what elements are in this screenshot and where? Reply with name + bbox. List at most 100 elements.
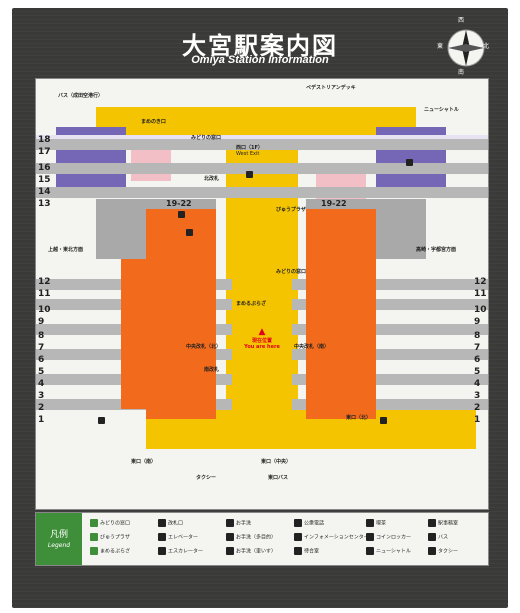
legend-label: 公衆電話 [304, 520, 325, 527]
legend: 凡例 Legend みどりの窓口 びゅうプラザ まめるぷらざ 改札口 エレベータ… [35, 512, 489, 566]
track-number: 2 [38, 403, 45, 413]
legend-title-jp: 凡例 [49, 530, 68, 540]
track-number: 17 [38, 147, 51, 157]
track-number: 5 [38, 367, 45, 377]
legend-label: びゅうプラザ [100, 534, 130, 541]
station-map: 18 17 16 15 14 13 12 11 10 9 8 7 6 5 4 3… [35, 78, 489, 510]
legend-swatch [428, 547, 436, 555]
bus-nw-label: バス（成田空港行） [58, 93, 104, 99]
track-number: 11 [474, 289, 487, 299]
gate-icon [246, 171, 253, 178]
concourse-central-top [232, 199, 292, 449]
platform-stairs-east-b [336, 239, 364, 419]
legend-item: エレベーター [158, 533, 198, 542]
legend-swatch [428, 533, 436, 541]
central-s-label: 中央改札（南） [294, 344, 330, 350]
legend-swatch [366, 533, 374, 541]
compass-north: 北 [483, 43, 490, 50]
platform-1922-left: 19-22 [166, 199, 192, 208]
legend-item: 駅事務室 [428, 519, 458, 528]
here-label-jp: 現在位置 [251, 338, 272, 344]
legend-item: バス [428, 533, 448, 542]
legend-label: 駅事務室 [438, 520, 459, 527]
compass-east: 東 [437, 43, 444, 50]
midori-right-label: みどりの窓口 [276, 269, 307, 275]
legend-label: ニューシャトル [376, 548, 411, 555]
track-number: 4 [474, 379, 481, 389]
legend-swatch [226, 533, 234, 541]
legend-item: びゅうプラザ [90, 533, 130, 542]
elevator-icon [186, 229, 193, 236]
east-exit-s-label[interactable]: 東口（南） [131, 459, 157, 465]
track-number: 14 [38, 187, 51, 197]
track-band [36, 163, 488, 174]
legend-label: 喫茶 [376, 520, 387, 527]
toilet-icon [98, 417, 105, 424]
track-number: 1 [474, 415, 481, 425]
legend-swatch [158, 533, 166, 541]
track-number: 8 [474, 331, 481, 341]
track-number: 7 [474, 343, 481, 353]
track-number: 12 [474, 277, 487, 287]
east-exit-c-label[interactable]: 東口（中央） [261, 459, 292, 465]
legend-swatch [90, 519, 98, 527]
track-number: 9 [474, 317, 481, 327]
track-number: 3 [474, 391, 481, 401]
legend-label: 待合室 [304, 548, 320, 555]
midori-left-label: みどりの窓口 [191, 135, 222, 141]
central-n-label: 中央改札（北） [186, 344, 222, 350]
track-number: 1 [38, 415, 45, 425]
track-number: 7 [38, 343, 45, 353]
legend-label: コインロッカー [376, 534, 412, 541]
track-number: 9 [38, 317, 45, 327]
legend-label: お手洗 [236, 520, 252, 527]
legend-swatch [428, 519, 436, 527]
compass-west: 西 [458, 17, 465, 24]
track-number: 13 [38, 199, 51, 209]
legend-label: お手洗（車いす） [236, 548, 277, 555]
legend-swatch [226, 519, 234, 527]
legend-item: まめるぷらざ [90, 547, 130, 556]
legend-item: エスカレーター [158, 547, 203, 556]
takasaki-label: 高崎・宇都宮方面 [416, 247, 457, 253]
legend-label: エレベーター [168, 534, 199, 541]
track-number: 4 [38, 379, 45, 389]
legend-label: バス [438, 534, 449, 541]
newshuttle-label: ニューシャトル [424, 107, 459, 113]
legend-item: みどりの窓口 [90, 519, 130, 528]
page-subtitle: Omiya Station Information [191, 54, 329, 66]
legend-item: ニューシャトル [366, 547, 411, 556]
legend-item: お手洗 [226, 519, 251, 528]
legend-header: 凡例 Legend [36, 513, 82, 565]
legend-label: お手洗（多目的） [236, 534, 277, 541]
legend-item: お手洗（多目的） [226, 533, 276, 542]
minamikaisatsu-label: 南改札 [204, 367, 220, 373]
legend-item: お手洗（車いす） [226, 547, 276, 556]
legend-label: タクシー [438, 548, 459, 555]
track-number: 12 [38, 277, 51, 287]
legend-title-en: Legend [47, 542, 71, 549]
locker-icon [406, 159, 413, 166]
kanban-west-label: まめのき口 [141, 119, 166, 125]
track-number: 6 [38, 355, 45, 365]
track-band [36, 187, 488, 198]
west-exit-label[interactable]: 西口（1F） [236, 145, 263, 151]
track-number: 10 [474, 305, 487, 315]
viewplaza-label: びゅうプラザ [276, 207, 306, 213]
track-number: 18 [38, 135, 51, 145]
east-exit-label[interactable]: 東口（北） [346, 415, 372, 421]
track-number: 8 [38, 331, 45, 341]
legend-swatch [294, 533, 302, 541]
taxi-label: タクシー [196, 475, 217, 481]
legend-swatch [90, 533, 98, 541]
you-are-here-marker: ▲ 現在位置 You are here [234, 327, 290, 350]
legend-item: インフォメーションセンター [294, 533, 369, 542]
tohoku-label: 上越・東北方面 [48, 247, 84, 253]
legend-label: みどりの窓口 [100, 520, 131, 527]
compass-icon [447, 29, 485, 67]
legend-item: 待合室 [294, 547, 319, 556]
legend-swatch [294, 547, 302, 555]
track-band [36, 139, 488, 150]
legend-swatch [158, 519, 166, 527]
pedestrian-deck-label: ペデストリアンデッキ [306, 85, 356, 91]
